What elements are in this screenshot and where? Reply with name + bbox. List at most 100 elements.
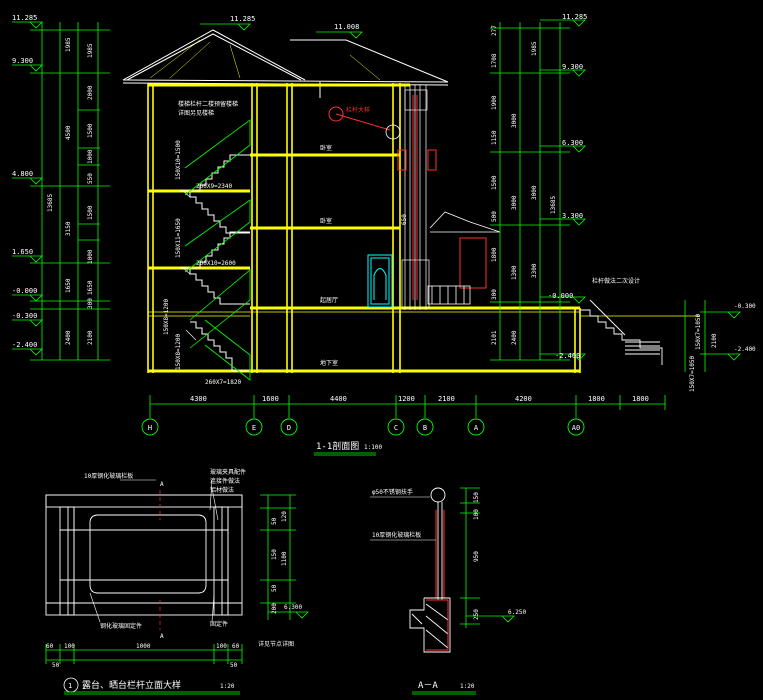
d1-dim-b5: 60 xyxy=(232,643,240,650)
room-label-4: 地下室 xyxy=(320,359,338,367)
a-a-scale: 1:20 xyxy=(460,683,475,690)
top-level-1: 11.285 xyxy=(230,15,255,23)
section-title: 1-1剖面图 xyxy=(316,440,359,452)
d1-dim-b7: 50 xyxy=(230,662,238,669)
detail-callout xyxy=(328,106,391,131)
d1-scale: 1:20 xyxy=(220,683,235,690)
dim-left-inner-7: 1000 xyxy=(87,249,94,264)
dim-right-a-10: 3000 xyxy=(511,113,518,128)
railing-elevation xyxy=(45,494,243,616)
dim-right-a-6: 500 xyxy=(491,211,498,222)
axis-dimension-line xyxy=(149,395,666,418)
d1-dim-r2: 50 xyxy=(271,517,278,525)
far-right-elev-2: -2.400 xyxy=(734,346,756,353)
a-a-leaders xyxy=(370,496,436,541)
slab-lines xyxy=(148,311,700,317)
far-right-dim-1: 150X7=1050 xyxy=(695,313,702,350)
facade-columns xyxy=(401,85,430,310)
section-scale: 1:100 xyxy=(364,444,382,451)
dim-left-outer-1: 1985 xyxy=(65,37,72,52)
stair-run-2: 260X10=2600 xyxy=(196,260,236,267)
d1-dim-r1: 120 xyxy=(281,511,288,522)
far-right-dims xyxy=(684,300,741,372)
a-a-glass xyxy=(435,510,445,598)
dim-left-inner-3: 1500 xyxy=(87,123,94,138)
axis-bubbles xyxy=(141,418,585,436)
stair-run-1: 260X9=2340 xyxy=(196,183,233,190)
dim-right-b-4: 13685 xyxy=(550,196,557,214)
d1-title-underline xyxy=(64,691,240,695)
span-6: 4200 xyxy=(515,395,532,403)
dim-right-a-3: 1900 xyxy=(491,95,498,110)
d1-dim-b2: 100 xyxy=(64,643,75,650)
span-5: 2100 xyxy=(438,395,455,403)
dim-650: 650 xyxy=(401,214,408,225)
axis-label-D: D xyxy=(287,424,291,432)
dim-left-inner-1: 1985 xyxy=(87,43,94,58)
dim-right-b-3: 3000 xyxy=(531,185,538,200)
d1-dim-r3: 1100 xyxy=(281,551,288,566)
elev-right-4: 3.300 xyxy=(562,212,583,220)
porch-canopy xyxy=(427,211,501,305)
stair-run-4: 150X11=1650 xyxy=(175,218,182,258)
section-title-underline xyxy=(314,452,376,456)
span-8: 1800 xyxy=(632,395,649,403)
top-level-2: 11.008 xyxy=(334,23,359,31)
elev-right-5: -0.000 xyxy=(548,292,573,300)
stair-handrails xyxy=(184,119,251,381)
dim-left-inner-6: 1500 xyxy=(87,205,94,220)
a-a-dim-1: 150 xyxy=(473,492,480,503)
elev-left-6: -0.300 xyxy=(12,312,37,320)
stair-run-5: 150X8=1200 xyxy=(163,298,170,335)
dim-left-inner-8: 1650 xyxy=(87,280,94,295)
d1-note-1: 10厚钢化玻璃栏板 xyxy=(84,472,133,480)
dim-left-outer-4: 3150 xyxy=(65,221,72,236)
elev-left-7: -2.400 xyxy=(12,341,37,349)
d1-level: 6.300 xyxy=(284,604,302,611)
d1-dim-b4: 100 xyxy=(216,643,227,650)
a-a-dim-4: 250 xyxy=(473,609,480,620)
room-label-3: 起居厅 xyxy=(320,296,338,304)
d1-note-7: 详见节点详图 xyxy=(258,640,294,648)
callout-label: 栏杆大样 xyxy=(346,106,370,114)
stair-run-3: 150X10=1500 xyxy=(175,140,182,180)
a-a-base-red xyxy=(426,599,449,651)
dim-right-b-1: 1985 xyxy=(531,41,538,56)
room-label-2: 卧室 xyxy=(320,217,332,225)
door xyxy=(367,254,393,308)
a-a-dims xyxy=(460,487,515,628)
dim-left-inner-4: 1000 xyxy=(87,149,94,164)
axis-label-A0: A0 xyxy=(572,424,580,432)
d1-right-dims xyxy=(260,494,309,620)
dim-right-a-4: 1150 xyxy=(491,130,498,145)
dim-left-outer-3: 13685 xyxy=(47,194,54,212)
a-a-title: A－A xyxy=(418,681,438,691)
elev-left-2: 9.300 xyxy=(12,57,33,65)
dim-left-outer-5: 1650 xyxy=(65,278,72,293)
dim-right-a-7: 1800 xyxy=(491,247,498,262)
a-a-title-underline xyxy=(412,691,476,695)
elev-left-3: 4.800 xyxy=(12,170,33,178)
dim-left-inner-9: 300 xyxy=(87,298,94,309)
dim-right-a-9: 2101 xyxy=(491,330,498,345)
side-note: 栏杆做法二次设计 xyxy=(592,277,640,285)
far-right-dim-2: 2100 xyxy=(711,333,718,348)
axis-label-E: E xyxy=(252,424,256,432)
stair-wall-hatch xyxy=(181,189,197,341)
a-a-note-1: φ50不锈钢扶手 xyxy=(372,488,413,496)
stair-note-2: 详图另见楼梯 xyxy=(178,109,214,117)
d1-dim-b1: 60 xyxy=(46,643,54,650)
elev-right-6: -2.400 xyxy=(555,352,580,360)
d1-dim-r5: 200 xyxy=(271,603,278,614)
axis-label-A: A xyxy=(474,424,479,432)
d1-bottom-dims xyxy=(45,644,243,664)
d1-note-4: 铝材做法 xyxy=(210,486,234,494)
d1-note-2: 玻璃夹具配件 xyxy=(210,468,246,476)
a-a-dim-2: 100 xyxy=(473,509,480,520)
axis-label-H: H xyxy=(148,424,152,432)
dim-left-inner-5: 550 xyxy=(87,173,94,184)
stair-run-6: 260X7=1820 xyxy=(205,379,242,386)
span-4: 1200 xyxy=(398,395,415,403)
d1-note-5: 钢化玻璃固定件 xyxy=(100,622,142,630)
a-a-handrail xyxy=(430,487,446,600)
